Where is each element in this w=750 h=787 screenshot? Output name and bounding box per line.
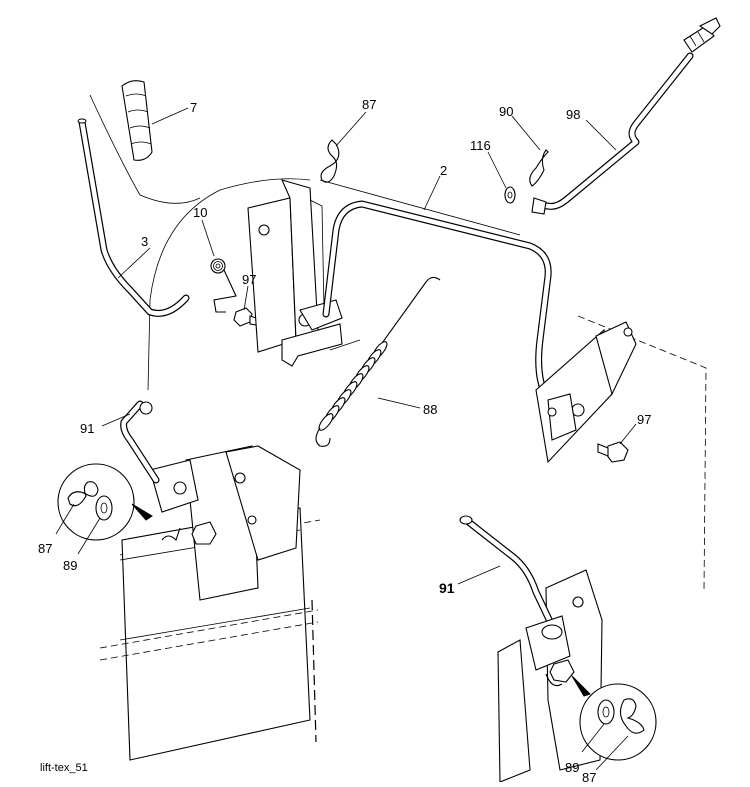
left-pivot-bracket xyxy=(247,179,361,367)
callout-3: 3 xyxy=(141,234,148,249)
callout-2: 2 xyxy=(440,163,447,178)
part-90-hairpin xyxy=(529,149,549,187)
right-lift-bracket xyxy=(535,321,637,464)
callout-116: 116 xyxy=(470,138,491,153)
callout-87-left: 87 xyxy=(38,541,52,556)
callout-98: 98 xyxy=(566,107,580,122)
callout-91-upper: 91 xyxy=(80,421,94,436)
callout-97-right: 97 xyxy=(637,412,651,427)
detail-circle-left xyxy=(57,463,153,541)
part-3-lift-handle xyxy=(77,118,190,317)
callout-89-right: 89 xyxy=(565,760,579,775)
callout-7: 7 xyxy=(190,100,197,115)
callout-87-right: 87 xyxy=(582,770,596,782)
detail-circle-right xyxy=(579,683,657,761)
part-2-lift-shaft xyxy=(322,200,556,406)
part-97-bolt-right xyxy=(597,441,629,463)
leader-lines xyxy=(55,107,637,771)
part-7-grip xyxy=(121,80,153,161)
callout-88: 88 xyxy=(423,402,437,417)
part-10-spring xyxy=(210,258,237,313)
part-88-extension-spring xyxy=(315,276,441,447)
part-98-adjusting-rod xyxy=(531,17,721,215)
callout-87-upper: 87 xyxy=(362,97,376,112)
callout-90: 90 xyxy=(499,104,513,119)
callout-labels: 7 87 90 98 116 2 10 3 97 88 97 91 87 89 … xyxy=(38,97,651,785)
lower-right-assembly xyxy=(459,515,603,783)
callout-97-upper: 97 xyxy=(242,272,256,287)
part-87-hairpin-upper xyxy=(320,139,340,183)
spring-coils xyxy=(318,341,388,431)
callout-89-left: 89 xyxy=(63,558,77,573)
callout-91-lower: 91 xyxy=(439,580,455,596)
lower-left-assembly xyxy=(99,400,319,761)
figure-caption: lift-tex_51 xyxy=(40,762,88,774)
callout-10: 10 xyxy=(193,205,207,220)
part-116-washer xyxy=(504,186,516,204)
